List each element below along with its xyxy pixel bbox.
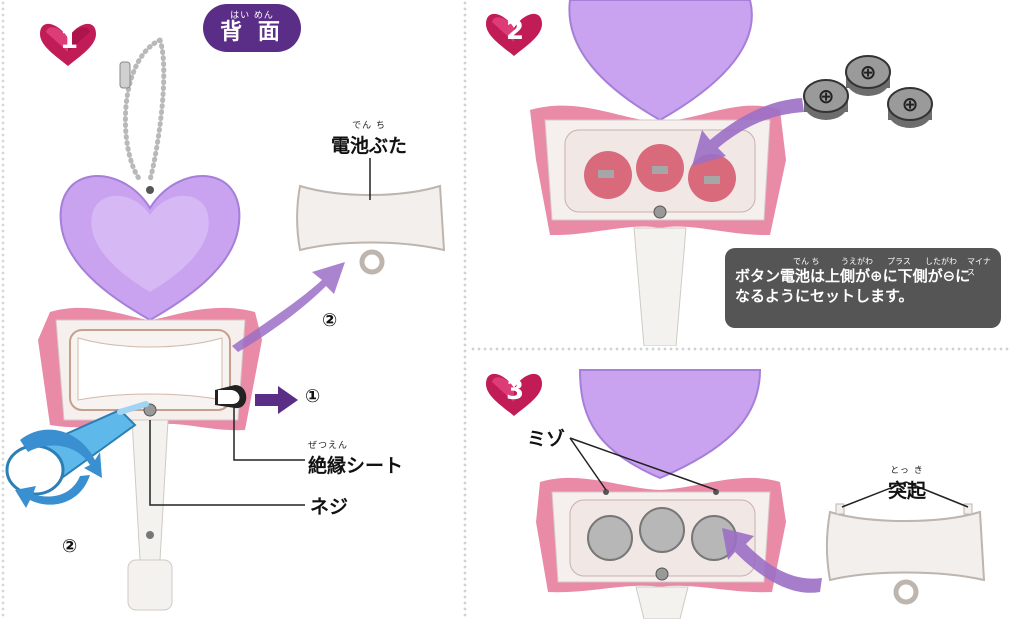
arrow-icon — [255, 386, 298, 414]
panel-3-illustration: 3 — [470, 352, 1010, 619]
circle-two-label-cover: ② — [322, 310, 337, 331]
back-side-label: 背 面 — [220, 20, 284, 45]
battery-cover-label: でん ち 電池ぶた — [331, 118, 407, 158]
step-3-number: 3 — [506, 376, 524, 406]
circle-two-label-screwdriver: ② — [62, 536, 77, 557]
arrow-icon — [232, 262, 345, 352]
insulation-sheet-text: 絶縁シート — [308, 455, 403, 477]
battery-cover-ruby: でん ち — [331, 118, 407, 131]
battery-cover-text: 電池ぶた — [331, 135, 407, 157]
ruby-uegawa: うえがわ — [841, 256, 873, 267]
instruction-ruby-row: でん ち うえがわ プラス したがわ マイナス — [735, 256, 991, 266]
ruby-plus: プラス — [887, 256, 911, 267]
step-1-number: 1 — [60, 25, 78, 55]
svg-text:⊕: ⊕ — [818, 84, 835, 108]
protrusion-text: 突起 — [888, 480, 926, 502]
circle-one-label: ① — [305, 386, 320, 407]
insulation-sheet-ruby: ぜつえん — [308, 438, 403, 451]
svg-text:⊕: ⊕ — [860, 60, 877, 84]
screw-label: ネジ — [310, 492, 348, 519]
svg-text:⊕: ⊕ — [902, 92, 919, 116]
instruction-line-2: なるようにセットします。 — [735, 286, 991, 306]
panel-divider-vertical — [462, 0, 468, 619]
panel-1-illustration: 1 — [0, 0, 462, 619]
ball-chain-icon — [120, 40, 164, 180]
instruction-line-1: ボタン電池は上側が⊕に下側が⊖に — [735, 266, 991, 286]
ruby-denchi: でん ち — [793, 256, 820, 267]
ruby-shitagawa: したがわ — [925, 256, 957, 267]
protrusion-label: とっ き 突起 — [888, 463, 926, 503]
insulation-sheet-label: ぜつえん 絶縁シート — [308, 438, 403, 478]
step-2-number: 2 — [506, 16, 524, 46]
back-side-badge: はい めん 背 面 — [203, 4, 301, 52]
ruby-minus: マイナス — [967, 256, 991, 278]
battery-instruction-box: でん ち うえがわ プラス したがわ マイナス ボタン電池は上側が⊕に下側が⊖に… — [725, 248, 1001, 328]
battery-cover-illustration — [827, 504, 984, 602]
protrusion-ruby: とっ き — [888, 463, 926, 476]
groove-label: ミゾ — [527, 424, 565, 451]
button-battery-icon: ⊕ ⊕ ⊕ — [804, 56, 932, 128]
